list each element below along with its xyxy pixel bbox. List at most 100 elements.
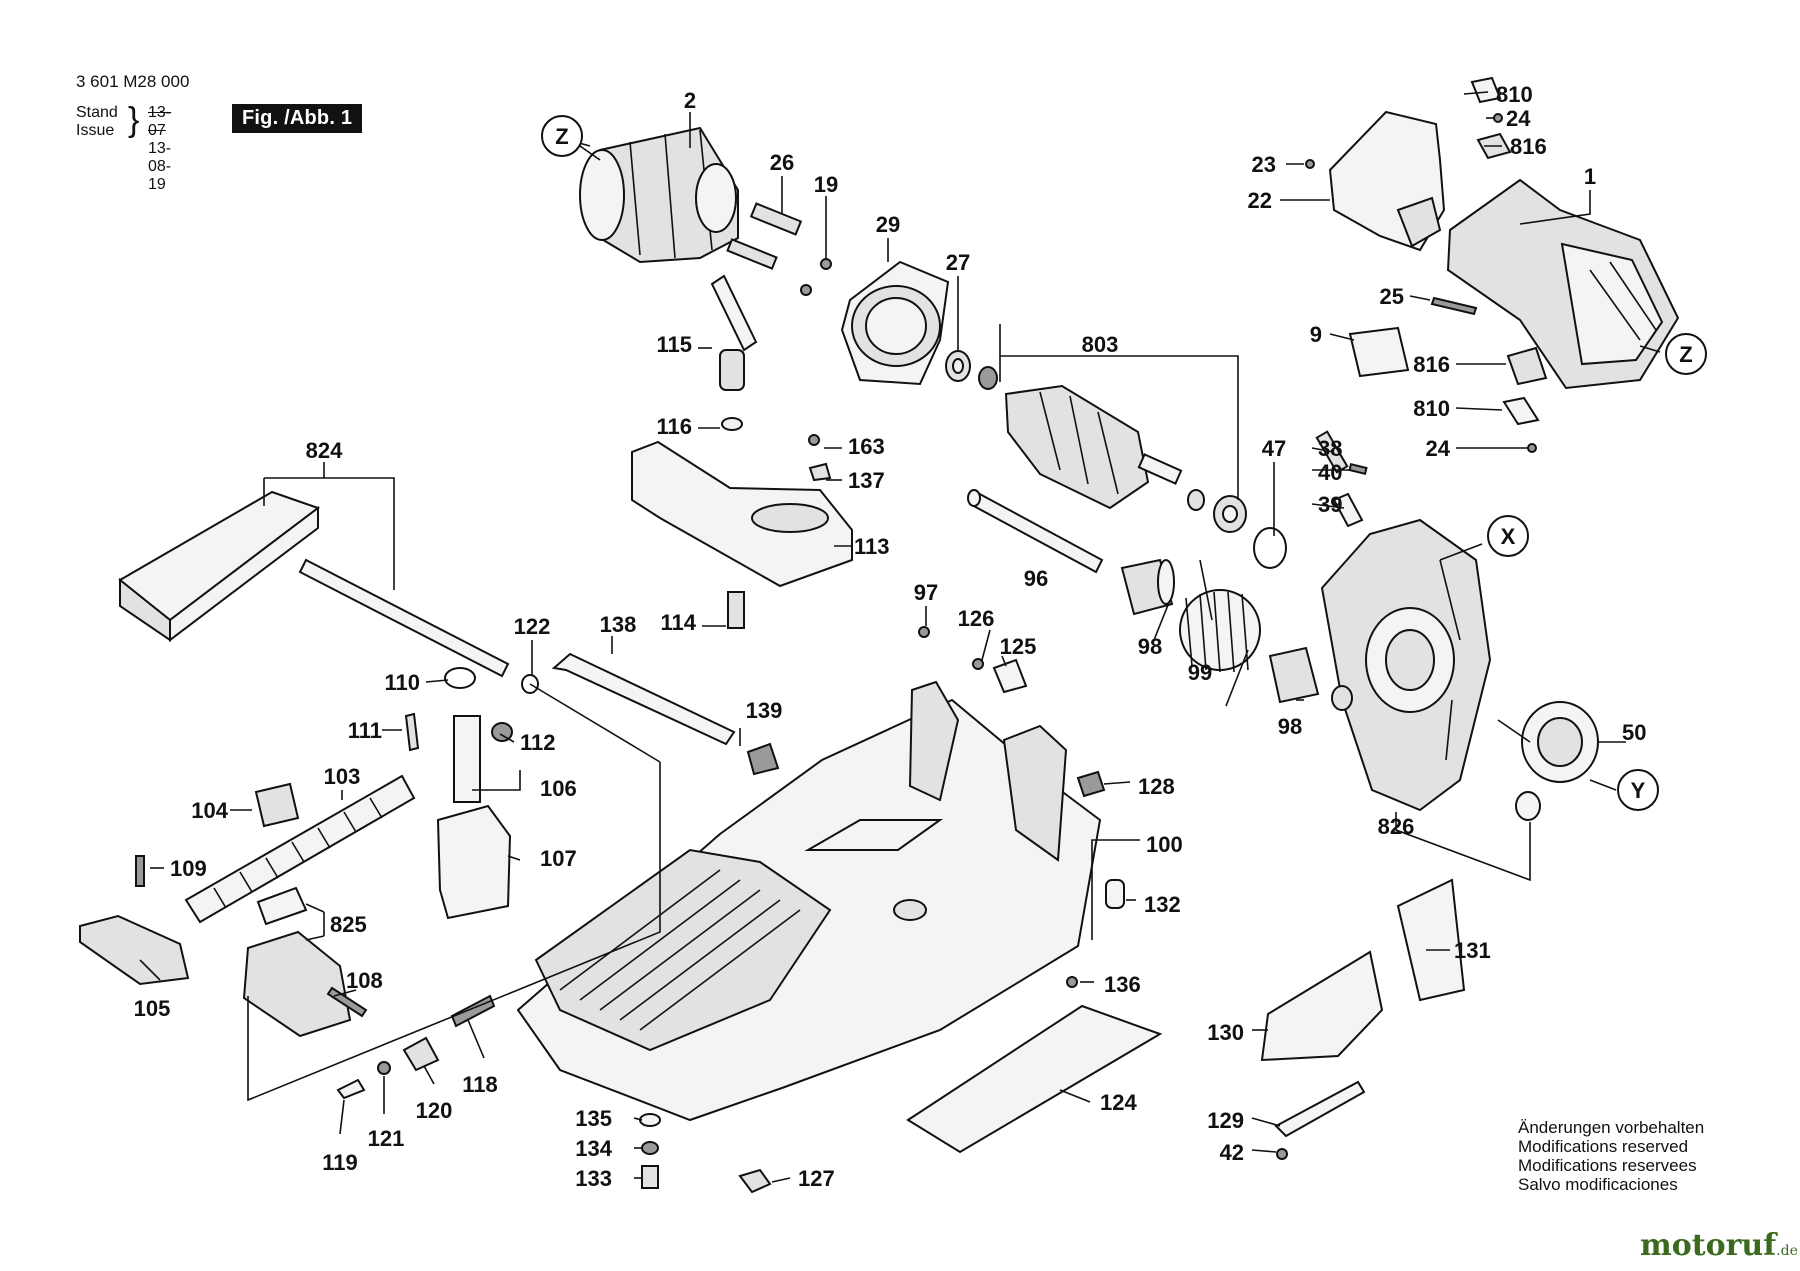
label-19: 19 <box>814 172 838 197</box>
label-24-lower: 24 <box>1426 436 1451 461</box>
cap <box>1515 791 1541 821</box>
label-816-upper: 816 <box>1510 134 1547 159</box>
label-39: 39 <box>1318 492 1342 517</box>
label-816-lower: 816 <box>1413 352 1450 377</box>
washer-134 <box>641 1141 659 1155</box>
label-107: 107 <box>540 846 577 871</box>
spindle-106 <box>453 715 481 803</box>
label-826: 826 <box>1378 814 1415 839</box>
notice-de: Änderungen vorbehalten <box>1518 1118 1705 1137</box>
bolt-114 <box>727 591 745 629</box>
label-115: 115 <box>657 332 693 357</box>
fan-baffle <box>840 260 950 386</box>
label-138: 138 <box>600 612 637 637</box>
stand-label: Stand <box>76 104 118 121</box>
label-50: 50 <box>1622 720 1646 745</box>
lead-screw <box>184 774 416 924</box>
screw-136 <box>1066 976 1078 988</box>
lock-pin-set <box>1315 430 1368 528</box>
label-103: 103 <box>324 764 361 789</box>
label-137: 137 <box>848 468 885 493</box>
svg-text:Z: Z <box>1679 342 1692 367</box>
label-139: 139 <box>746 698 783 723</box>
label-22: 22 <box>1248 188 1272 213</box>
label-104: 104 <box>191 798 228 823</box>
document-number: 3 601 M28 000 <box>76 72 190 91</box>
hex-key <box>551 652 736 746</box>
nut-121 <box>377 1061 391 1075</box>
label-100: 100 <box>1146 832 1183 857</box>
screw-118 <box>450 994 496 1028</box>
callout-y: Y <box>1617 769 1659 811</box>
label-118: 118 <box>462 1072 498 1097</box>
issue-label: Issue <box>76 122 115 139</box>
label-38: 38 <box>1318 436 1342 461</box>
nut-104 <box>254 782 300 828</box>
base-casting <box>516 680 1102 1122</box>
label-23: 23 <box>1252 152 1276 177</box>
label-96: 96 <box>1024 566 1048 591</box>
label-113: 113 <box>854 534 890 559</box>
label-47: 47 <box>1262 436 1286 461</box>
issue-date: 13-08-19 <box>148 140 172 193</box>
foot-127 <box>738 1168 772 1194</box>
bolt-133 <box>641 1165 659 1189</box>
screw-25 <box>1430 296 1478 316</box>
nut-126 <box>972 658 984 670</box>
label-122: 122 <box>514 614 551 639</box>
motor-end-shield <box>1320 518 1492 812</box>
label-825: 825 <box>330 912 367 937</box>
label-119: 119 <box>322 1150 358 1175</box>
screw-24-lower <box>1527 443 1537 453</box>
blade-guard <box>631 440 853 588</box>
o-ring <box>1253 527 1287 569</box>
fence-rod <box>298 558 510 678</box>
label-109: 109 <box>170 856 207 881</box>
tray-clip-129 <box>1274 1080 1366 1138</box>
svg-text:Y: Y <box>1631 778 1646 803</box>
label-127: 127 <box>798 1166 835 1191</box>
pin-111 <box>404 712 420 752</box>
ring-110 <box>444 667 476 689</box>
screw-24-upper <box>1493 113 1503 123</box>
callout-x: X <box>1487 515 1529 557</box>
label-24-upper: 24 <box>1506 106 1531 131</box>
pivot-shaft <box>967 489 1104 574</box>
fence-assembly <box>118 490 321 643</box>
part-labels: 2 26 19 29 27 803 47 115 116 163 137 113… <box>134 82 1647 1191</box>
label-112: 112 <box>520 730 556 755</box>
screw-23 <box>1305 159 1315 169</box>
label-810-lower: 810 <box>1413 396 1450 421</box>
watermark-tld: .de <box>1776 1243 1798 1259</box>
svg-text:X: X <box>1501 524 1516 549</box>
label-124: 124 <box>1100 1090 1137 1115</box>
modification-notice: Änderungen vorbehalten Modifications res… <box>1518 1118 1704 1194</box>
brace-symbol: } <box>128 101 140 139</box>
brush-810-lower <box>1502 396 1540 426</box>
label-106: 106 <box>540 776 577 801</box>
slide-plate <box>906 1004 1163 1154</box>
leader-lines <box>139 91 1661 1183</box>
label-134: 134 <box>575 1136 612 1161</box>
torsion-spring <box>1179 559 1261 707</box>
brush-cap <box>1328 110 1446 252</box>
label-116: 116 <box>657 414 693 439</box>
stop-132 <box>1105 879 1125 909</box>
screw-163 <box>808 434 820 446</box>
label-26: 26 <box>770 150 794 175</box>
small-bearing <box>1331 685 1353 711</box>
callout-z-left: Z <box>541 115 583 157</box>
watermark-brand: motoruf <box>1640 1228 1777 1263</box>
bracket-107 <box>436 804 512 920</box>
label-132: 132 <box>1144 892 1181 917</box>
bearing-27 <box>945 350 998 390</box>
stator-housing <box>579 126 739 264</box>
label-126: 126 <box>958 606 995 631</box>
label-98-lower: 98 <box>1278 714 1302 739</box>
label-27: 27 <box>946 250 970 275</box>
label-108: 108 <box>346 968 383 993</box>
stand-date: 13-07 <box>148 104 172 139</box>
figure-badge: Fig. /Abb. 1 <box>232 104 363 133</box>
